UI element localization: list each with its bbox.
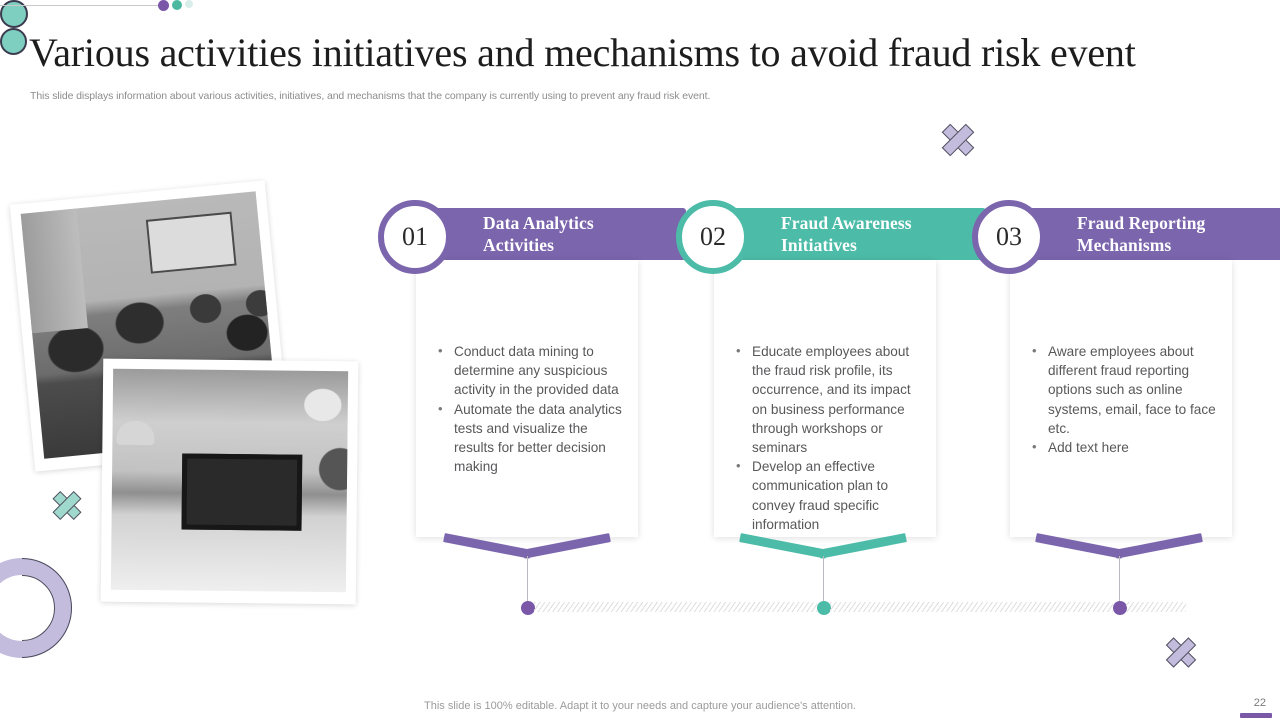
card-03-bullet-list: Aware employees about different fraud re… (1028, 341, 1218, 457)
pale-teal-dot-icon (185, 0, 193, 8)
card-03-timeline-dot (1113, 601, 1127, 615)
card-01-number-badge: 01 (378, 200, 452, 274)
card-02-title: Fraud Awareness Initiatives (781, 212, 912, 256)
page-number-underline (1240, 713, 1272, 718)
lavender-x-bottom-right-icon (1163, 634, 1200, 671)
card-03-connector (1119, 556, 1120, 604)
purple-dot-icon (158, 0, 169, 11)
card-01-number: 01 (402, 222, 428, 251)
card-02-number: 02 (700, 222, 726, 251)
card-01-bullet-list: Conduct data mining to determine any sus… (434, 341, 622, 477)
card-01-connector (527, 556, 528, 604)
timeline-segment-3 (1126, 602, 1186, 612)
card-01-title: Data Analytics Activities (483, 212, 594, 256)
card-03-header: Fraud Reporting Mechanisms (1010, 208, 1280, 260)
card-02-timeline-dot (817, 601, 831, 615)
teal-circle-top-icon (0, 0, 28, 28)
timeline-segment-1 (534, 602, 817, 612)
page-number: 22 (1253, 697, 1266, 709)
card-02-number-badge: 02 (676, 200, 750, 274)
list-item: Conduct data mining to determine any sus… (434, 341, 622, 400)
teal-dot-icon (172, 0, 182, 10)
card-03-number: 03 (996, 222, 1022, 251)
page-title: Various activities initiatives and mecha… (29, 30, 1136, 75)
card-01-header: Data Analytics Activities (416, 208, 686, 260)
header-accent-line (0, 5, 165, 6)
card-01-title-line2: Activities (483, 235, 554, 255)
office-presentation-image (110, 368, 349, 593)
teal-x-left-icon (50, 488, 85, 523)
list-item: Automate the data analytics tests and vi… (434, 399, 622, 477)
card-02-body: Educate employees about the fraud risk p… (714, 260, 936, 537)
card-01-body: Conduct data mining to determine any sus… (416, 260, 638, 537)
card-03-title-line2: Mechanisms (1077, 235, 1172, 255)
footer-note: This slide is 100% editable. Adapt it to… (424, 700, 856, 712)
card-02-title-line2: Initiatives (781, 235, 857, 255)
card-02-header: Fraud Awareness Initiatives (714, 208, 986, 260)
card-02-bullet-list: Educate employees about the fraud risk p… (732, 341, 922, 534)
teal-circle-bottom-icon (0, 28, 27, 55)
card-03-body: Aware employees about different fraud re… (1010, 260, 1232, 537)
card-02-chevron (739, 533, 907, 559)
page-subtitle: This slide displays information about va… (30, 90, 711, 102)
card-03-title-line1: Fraud Reporting (1077, 213, 1206, 233)
card-02-connector (823, 556, 824, 604)
card-01-timeline-dot (521, 601, 535, 615)
list-item: Educate employees about the fraud risk p… (732, 341, 922, 457)
list-item: Aware employees about different fraud re… (1028, 341, 1218, 438)
card-01-chevron (443, 533, 611, 559)
card-03-chevron (1035, 533, 1203, 559)
list-item: Add text here (1028, 437, 1218, 457)
timeline-segment-2 (830, 602, 1113, 612)
card-03-number-badge: 03 (972, 200, 1046, 274)
list-item: Develop an effective communication plan … (732, 456, 922, 534)
lavender-x-top-right-icon (938, 120, 978, 160)
card-02-title-line1: Fraud Awareness (781, 213, 912, 233)
office-presentation-photo (100, 358, 359, 605)
card-01-title-line1: Data Analytics (483, 213, 594, 233)
card-03-title: Fraud Reporting Mechanisms (1077, 212, 1205, 256)
